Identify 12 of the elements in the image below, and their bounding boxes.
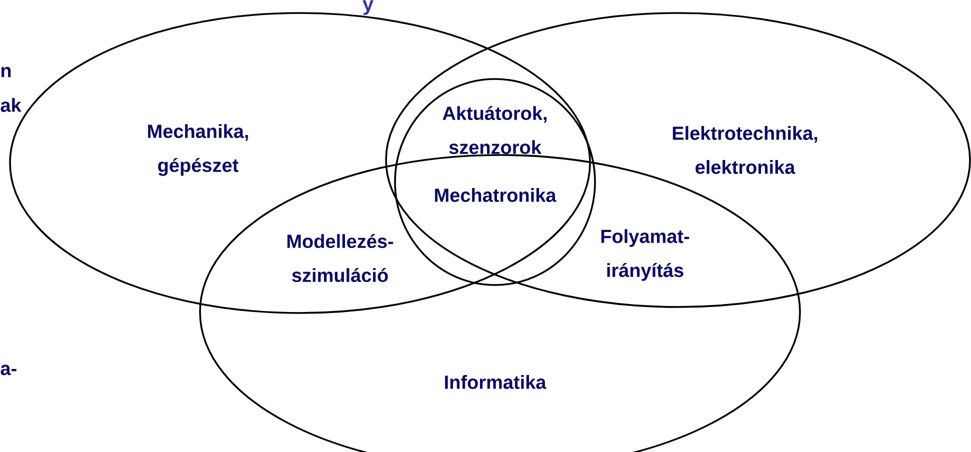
overlap-label: Folyamat- irányítás xyxy=(601,229,690,281)
area-label: Elektrotechnika, elektronika xyxy=(672,126,818,174)
area-label: Mechatronika xyxy=(435,188,556,202)
area-label: Aktuátorok, szenzorok xyxy=(442,106,546,154)
title: y xyxy=(362,0,374,15)
area-label: Informatika xyxy=(445,375,546,389)
cut-off-text: n xyxy=(1,66,11,78)
venn-ellipse xyxy=(394,78,596,286)
cut-off-text: a- xyxy=(0,364,16,376)
area-label: Mechanika, gépészet xyxy=(148,124,248,176)
overlap-label: Modellezés- szimuláció xyxy=(287,234,394,282)
cut-off-text: ak xyxy=(0,98,22,112)
